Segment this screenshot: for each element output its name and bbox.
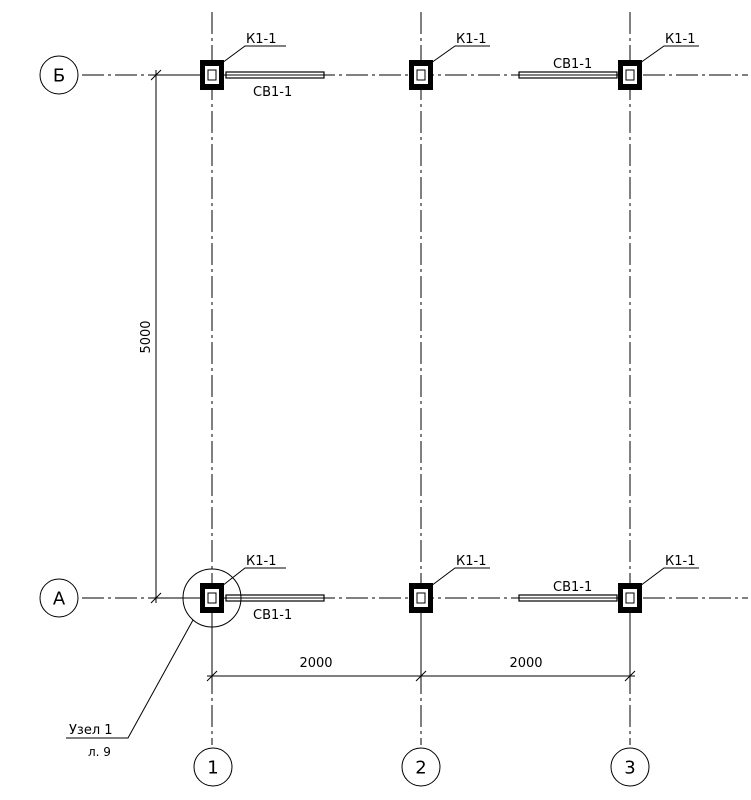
column-a3 [618, 583, 642, 613]
brace-a-right [518, 594, 618, 602]
dimension-vertical: 5000 [139, 69, 200, 604]
dimension-horizontal-1-value: 2000 [299, 656, 332, 671]
column-b1 [200, 60, 224, 90]
col-label-3: 3 [624, 758, 635, 779]
row-label-a: А [53, 589, 66, 610]
label-column-b2: К1-1 [456, 32, 486, 47]
node-callout-leader [66, 619, 194, 739]
leader-b2 [430, 45, 490, 64]
node-label: Узел 1 [69, 723, 113, 738]
leader-a2 [430, 567, 490, 587]
column-a1 [200, 583, 224, 613]
col-bubble-1: 1 [193, 747, 233, 787]
node-callout: Узел 1 л. 9 [66, 568, 242, 759]
node-callout-circle [182, 568, 242, 628]
label-column-b1: К1-1 [246, 32, 276, 47]
axis-lines [82, 12, 748, 745]
col-label-2: 2 [415, 758, 426, 779]
dimension-vertical-value: 5000 [139, 320, 154, 353]
column-a2 [409, 583, 433, 613]
brace-b-right [518, 71, 618, 79]
node-sheet: л. 9 [88, 745, 111, 759]
column-labels: К1-1 К1-1 К1-1 К1-1 К1-1 К1-1 [221, 32, 699, 587]
col-bubble-3: 3 [610, 747, 650, 787]
col-bubble-2: 2 [401, 747, 441, 787]
column-b2 [409, 60, 433, 90]
brace-labels: СВ1-1 СВ1-1 СВ1-1 СВ1-1 [253, 57, 592, 623]
row-label-b: Б [53, 66, 65, 87]
dimension-horizontal: 2000 2000 [206, 615, 636, 682]
column-b3 [618, 60, 642, 90]
row-bubble-b: Б [39, 55, 79, 95]
dimension-horizontal-2-value: 2000 [509, 656, 542, 671]
leader-a1 [221, 567, 286, 587]
col-label-1: 1 [207, 758, 218, 779]
label-brace-a-right: СВ1-1 [553, 580, 592, 595]
label-brace-b-left: СВ1-1 [253, 85, 292, 100]
label-brace-a-left: СВ1-1 [253, 608, 292, 623]
brace-b-left [225, 71, 325, 79]
leader-b1 [221, 45, 286, 64]
row-bubble-a: А [39, 578, 79, 618]
leader-a3 [639, 567, 699, 587]
label-column-a3: К1-1 [665, 554, 695, 569]
label-column-a2: К1-1 [456, 554, 486, 569]
braces [225, 71, 618, 602]
label-brace-b-right: СВ1-1 [553, 57, 592, 72]
label-column-a1: К1-1 [246, 554, 276, 569]
label-column-b3: К1-1 [665, 32, 695, 47]
brace-a-left [225, 594, 325, 602]
leader-b3 [639, 45, 699, 64]
